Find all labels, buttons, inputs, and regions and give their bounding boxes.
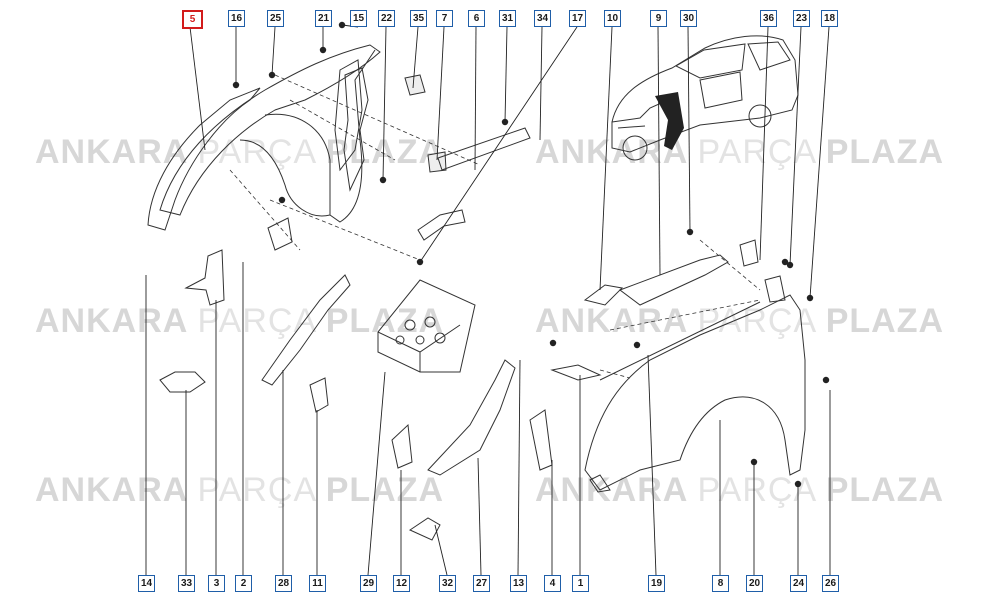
watermark-text: ANKARA PARÇA PLAZA (35, 302, 444, 341)
leader-line-27 (477, 457, 482, 576)
leader-line-30 (687, 26, 691, 233)
leader-line-17 (419, 26, 578, 263)
ref-label-13: 13 (510, 575, 527, 592)
ref-label-21: 21 (315, 10, 332, 27)
ref-label-4: 4 (544, 575, 561, 592)
leader-line-18 (809, 26, 830, 299)
watermark-word: ANKARA (35, 471, 198, 509)
ref-label-32: 32 (439, 575, 456, 592)
ref-label-7: 7 (436, 10, 453, 27)
ref-label-12: 12 (393, 575, 410, 592)
watermark-word: ANKARA (535, 302, 698, 340)
ref-label-14: 14 (138, 575, 155, 592)
ref-label-29: 29 (360, 575, 377, 592)
left-fender-liner (343, 67, 369, 192)
right-fender (584, 254, 806, 493)
bolt-icon (781, 258, 789, 266)
ref-label-22: 22 (378, 10, 395, 27)
ref-label-24: 24 (790, 575, 807, 592)
watermark-text: ANKARA PARÇA PLAZA (535, 302, 944, 341)
car-fender-highlight (655, 92, 684, 150)
ref-label-17: 17 (569, 10, 586, 27)
ref-label-35: 35 (410, 10, 427, 27)
ref-label-25: 25 (267, 10, 284, 27)
watermark-word: PLAZA (325, 471, 445, 509)
bolt-icon (549, 339, 557, 347)
ref-label-33: 33 (178, 575, 195, 592)
leader-line-10 (599, 26, 613, 291)
bolt-icon (633, 341, 641, 349)
ref-label-9: 9 (650, 10, 667, 27)
leader-line-34 (539, 26, 543, 141)
leader-line-5 (189, 26, 206, 151)
ref-label-30: 30 (680, 10, 697, 27)
ref-label-23: 23 (793, 10, 810, 27)
ref-label-2: 2 (235, 575, 252, 592)
leader-line-7 (436, 26, 445, 161)
ref-label-5: 5 (182, 10, 203, 29)
ref-label-36: 36 (760, 10, 777, 27)
ref-label-8: 8 (712, 575, 729, 592)
ref-label-31: 31 (499, 10, 516, 27)
ref-label-27: 27 (473, 575, 490, 592)
left-hardware (159, 74, 531, 413)
ref-label-18: 18 (821, 10, 838, 27)
watermark-word: PLAZA (825, 471, 945, 509)
ref-label-20: 20 (746, 575, 763, 592)
leader-line-36 (759, 26, 769, 261)
leader-line-19 (647, 354, 657, 576)
watermark-word: ANKARA (35, 302, 198, 340)
ref-label-16: 16 (228, 10, 245, 27)
right-hardware (739, 239, 786, 303)
ref-label-11: 11 (309, 575, 326, 592)
bolt-icon (278, 196, 286, 204)
ref-label-3: 3 (208, 575, 225, 592)
watermark-word: PARÇA (197, 133, 326, 171)
leader-line-23 (789, 26, 802, 266)
ref-label-34: 34 (534, 10, 551, 27)
watermark-word: PARÇA (697, 471, 826, 509)
watermark-word: PARÇA (197, 471, 326, 509)
leader-line-13 (517, 359, 521, 576)
watermark-word: PLAZA (325, 302, 445, 340)
assembly-dashed-lines (229, 74, 761, 379)
ref-label-28: 28 (275, 575, 292, 592)
watermark-text: ANKARA PARÇA PLAZA (35, 471, 444, 510)
ref-label-1: 1 (572, 575, 589, 592)
left-fender-assembly (147, 44, 381, 231)
leader-line-32 (434, 524, 448, 576)
ref-label-19: 19 (648, 575, 665, 592)
bolt-icon (822, 376, 830, 384)
watermark-word: PLAZA (825, 302, 945, 340)
leader-line-29 (367, 371, 386, 576)
leader-line-31 (504, 26, 508, 123)
leader-line-22 (382, 26, 387, 181)
leader-line-6 (474, 26, 477, 171)
ref-label-10: 10 (604, 10, 621, 27)
leader-line-25 (271, 26, 276, 76)
leader-line-9 (657, 26, 661, 276)
watermark-word: ANKARA (35, 133, 198, 171)
ref-label-6: 6 (468, 10, 485, 27)
ref-label-26: 26 (822, 575, 839, 592)
clip-kit-box (377, 279, 476, 373)
watermark-word: PARÇA (697, 302, 826, 340)
leader-line-35 (412, 26, 419, 89)
watermark-word: PLAZA (825, 133, 945, 171)
ref-label-15: 15 (350, 10, 367, 27)
car-silhouette (611, 35, 799, 161)
